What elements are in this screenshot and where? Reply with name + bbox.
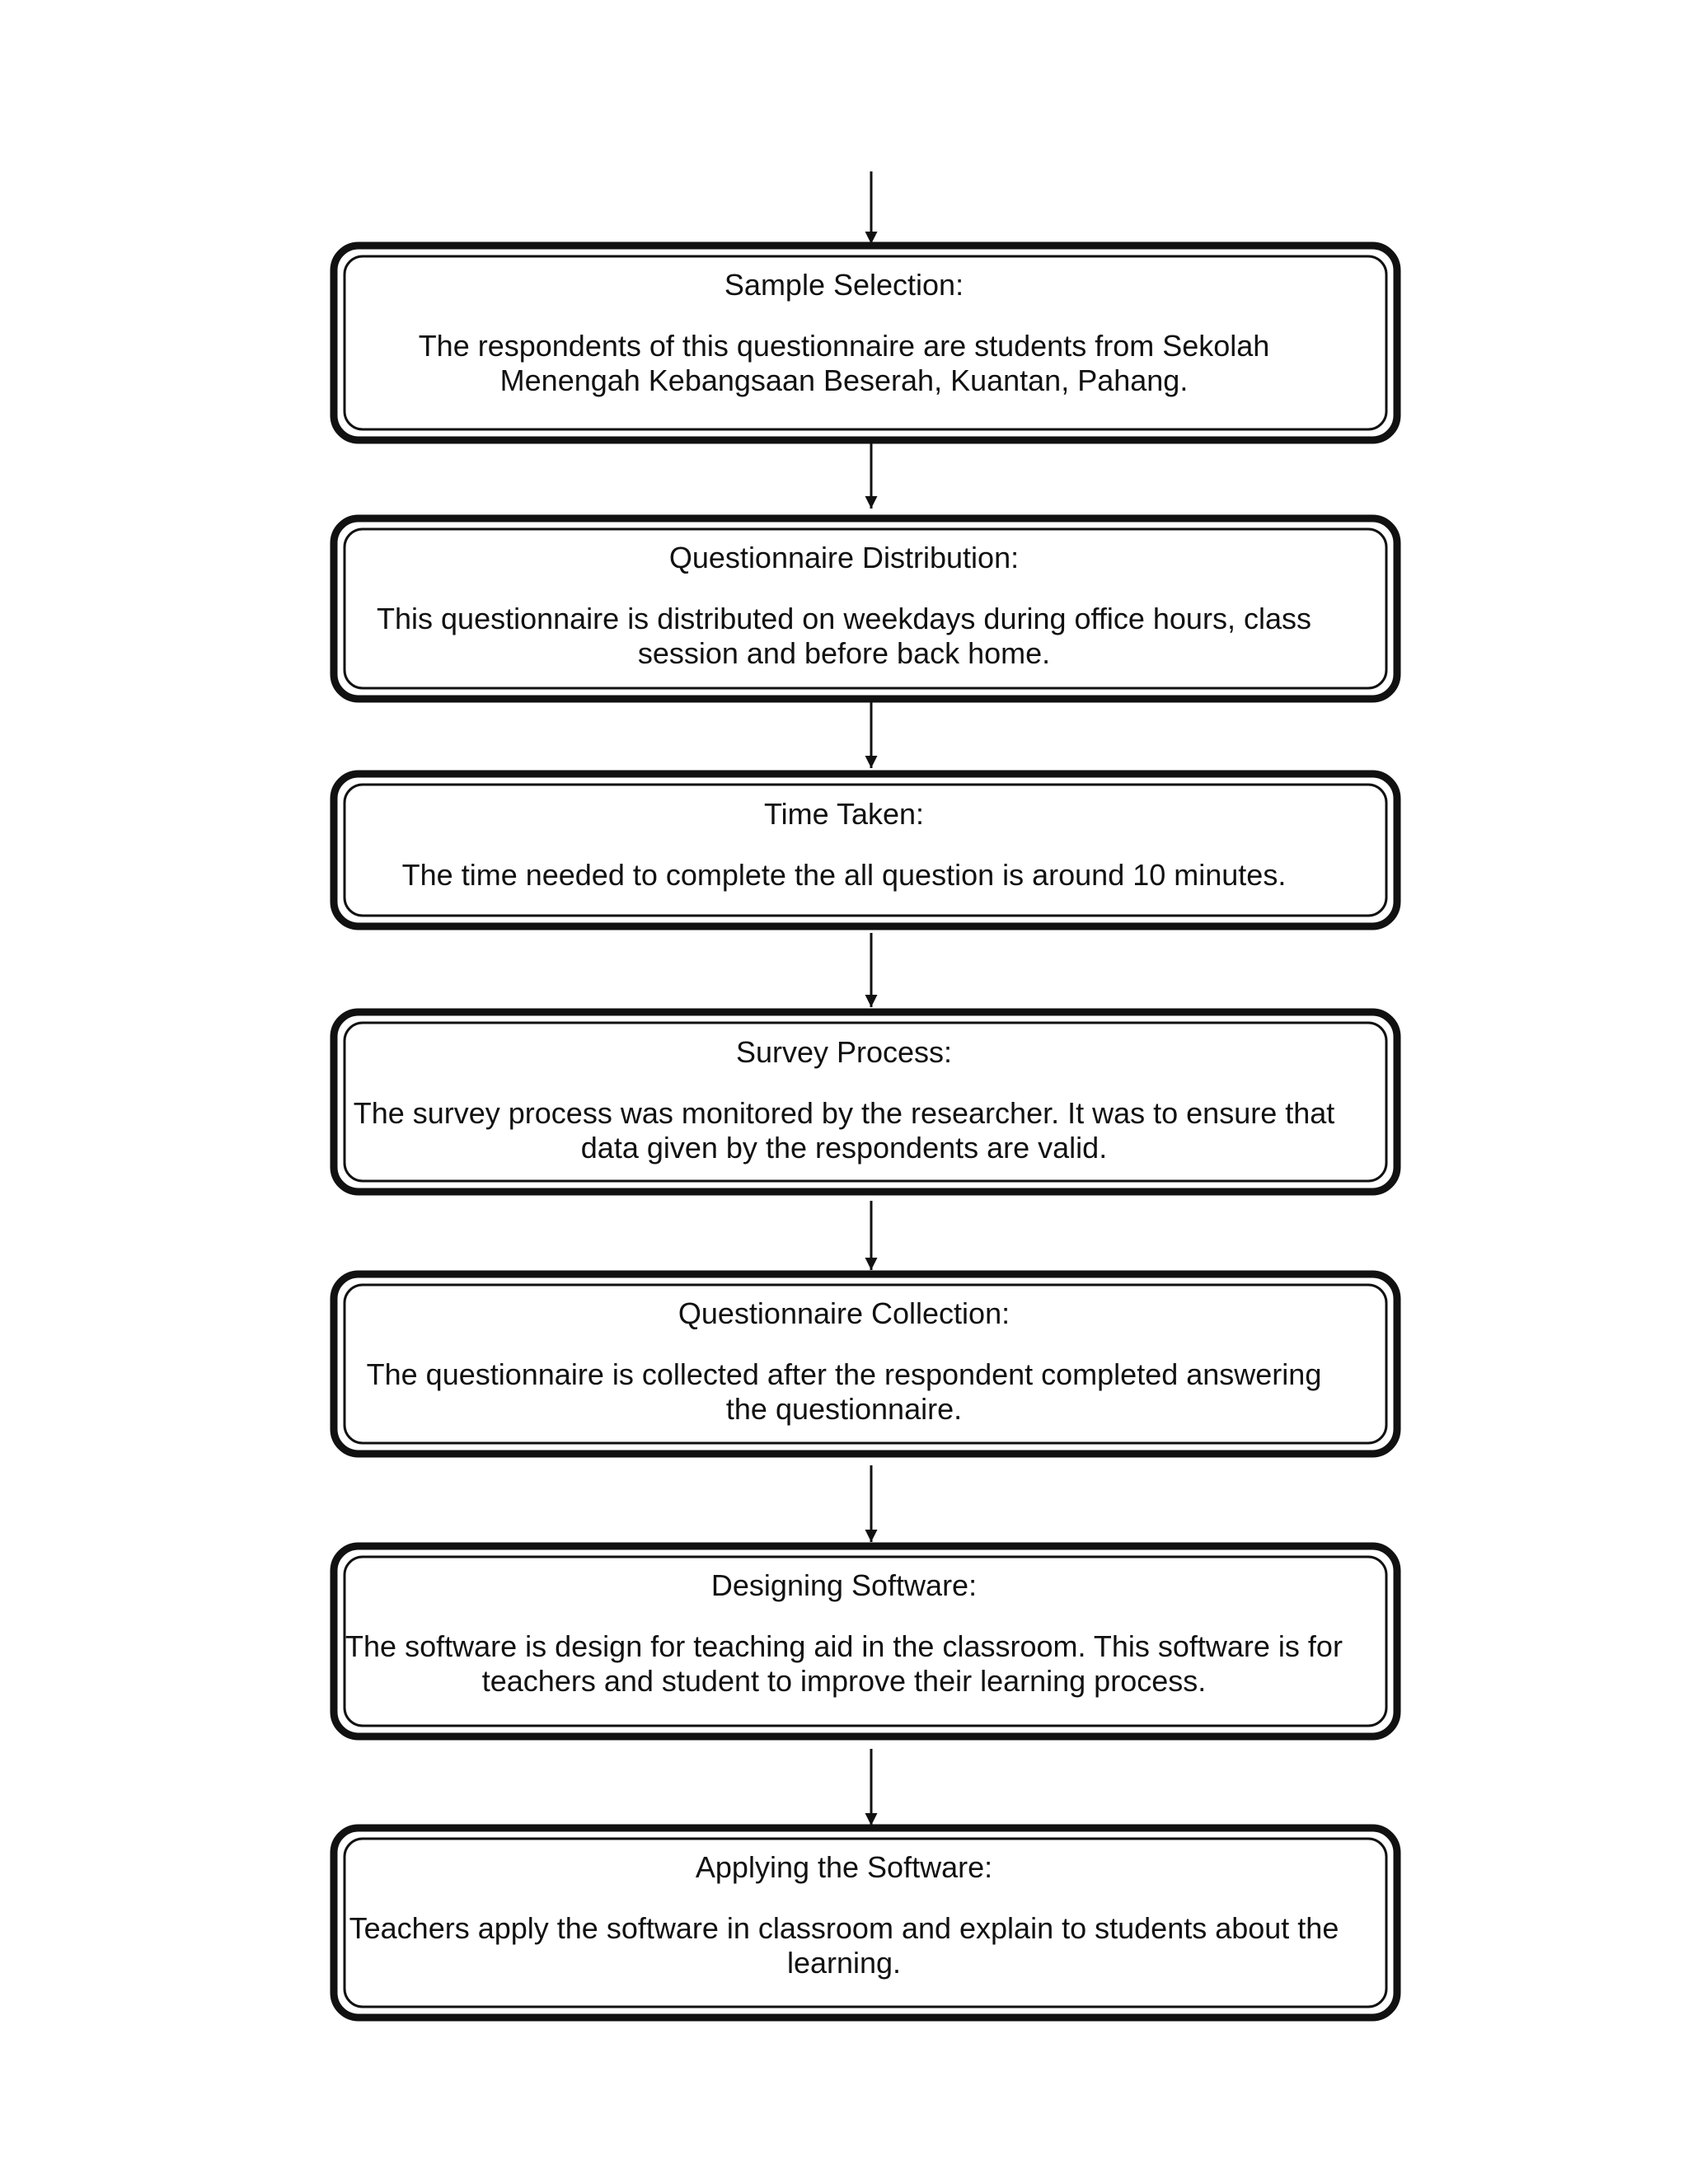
step-title: Survey Process: [735, 1035, 953, 1069]
step-title: Designing Software: [710, 1568, 978, 1602]
step-description: The survey process was monitored by the … [353, 1096, 1335, 1165]
step-title: Questionnaire Distribution: [668, 541, 1020, 574]
step-title: Sample Selection: [724, 268, 964, 302]
step-box-7 [330, 1824, 1401, 2022]
step-survey-process: Survey Process: The survey process was m… [345, 1035, 1343, 1165]
step-applying-software: Applying the Software: Teachers apply th… [345, 1850, 1343, 1980]
step-description: Teachers apply the software in classroom… [349, 1911, 1339, 1980]
step-designing-software: Designing Software: The software is desi… [345, 1568, 1343, 1699]
step-questionnaire-collection: Questionnaire Collection: The questionna… [345, 1296, 1343, 1427]
step-time-taken: Time Taken: The time needed to complete … [345, 797, 1343, 893]
step-description: This questionnaire is distributed on wee… [377, 602, 1311, 670]
step-description: The respondents of this questionnaire ar… [418, 329, 1270, 397]
step-title: Applying the Software: [695, 1850, 993, 1884]
step-box-2 [330, 514, 1401, 703]
step-description: The time needed to complete the all ques… [401, 858, 1287, 892]
step-description: The questionnaire is collected after the… [366, 1357, 1322, 1426]
step-questionnaire-distribution: Questionnaire Distribution: This questio… [345, 541, 1343, 671]
step-sample-selection: Sample Selection: The respondents of thi… [345, 268, 1343, 398]
step-box-5 [330, 1270, 1401, 1458]
step-title: Questionnaire Collection: [678, 1296, 1010, 1330]
step-description: The software is design for teaching aid … [345, 1629, 1343, 1698]
step-title: Time Taken: [763, 797, 925, 831]
step-box-4 [330, 1008, 1401, 1196]
step-box-1 [330, 241, 1401, 444]
step-box-6 [330, 1542, 1401, 1741]
step-box-3 [330, 770, 1401, 930]
